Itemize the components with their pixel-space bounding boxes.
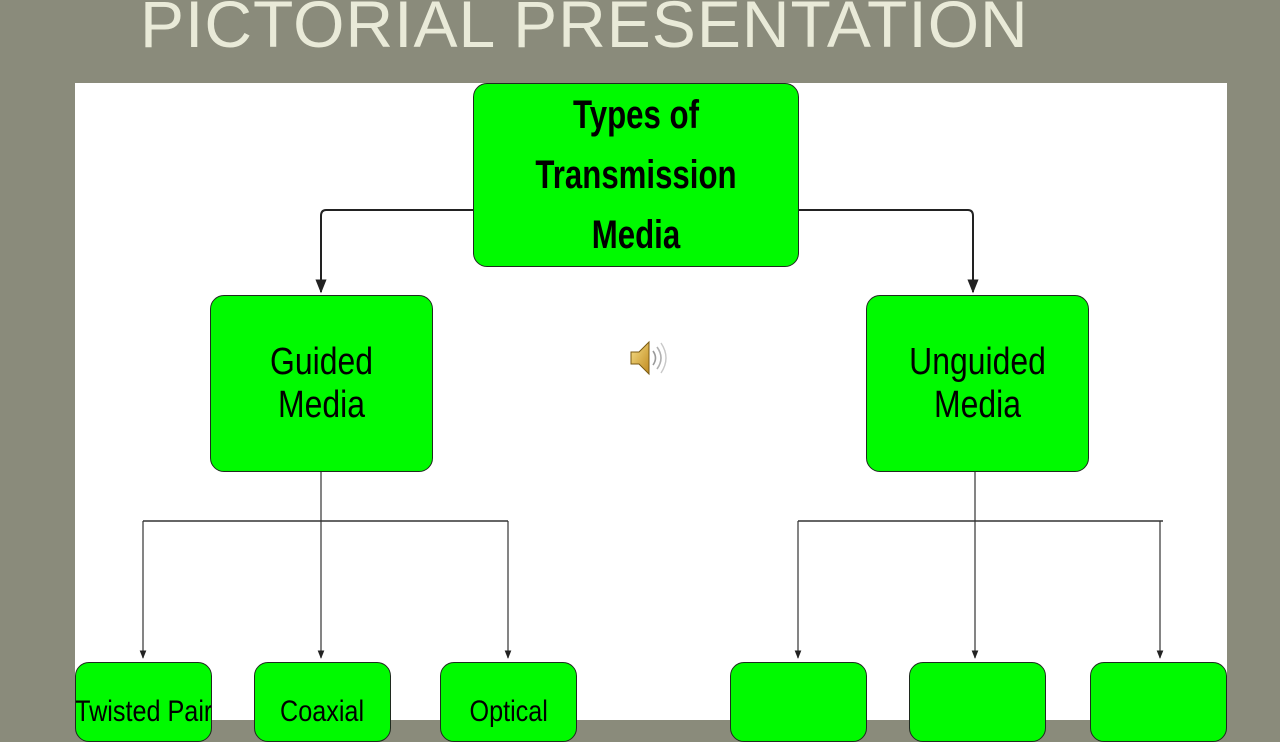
- node-root-label: Types of Transmission Media: [535, 93, 737, 257]
- node-guided-label: Guided Media: [270, 340, 373, 426]
- node-optical-label: Optical: [469, 695, 548, 728]
- node-unguided-child-3[interactable]: [1090, 662, 1227, 742]
- node-unguided-child-1[interactable]: [730, 662, 867, 742]
- node-optical[interactable]: Optical: [440, 662, 577, 742]
- node-coaxial-label: Coaxial: [280, 695, 365, 728]
- node-types-of-transmission-media[interactable]: Types of Transmission Media: [473, 83, 799, 267]
- connector-lines: [139, 209, 1164, 659]
- node-unguided-child-2[interactable]: [909, 662, 1046, 742]
- connector-root-unguided: [799, 209, 979, 294]
- node-unguided-media[interactable]: Unguided Media: [866, 295, 1089, 472]
- connector-root-guided: [315, 209, 473, 294]
- node-guided-media[interactable]: Guided Media: [210, 295, 433, 472]
- node-unguided-label: Unguided Media: [909, 340, 1046, 426]
- speaker-icon[interactable]: [628, 336, 670, 380]
- node-twisted-pair[interactable]: Twisted Pair: [75, 662, 212, 742]
- slide-title: PICTORIAL PRESENTATION: [140, 0, 1029, 61]
- node-twisted-pair-label: Twisted Pair: [75, 695, 212, 728]
- node-coaxial[interactable]: Coaxial: [254, 662, 391, 742]
